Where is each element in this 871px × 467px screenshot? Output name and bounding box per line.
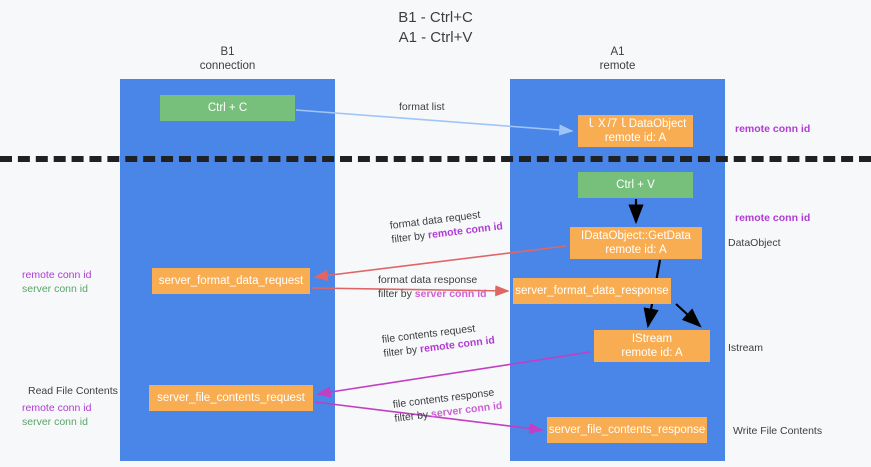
node-ctrl-v-label: Ctrl + V xyxy=(616,179,655,191)
node-getdata-label: IDataObject::GetData xyxy=(581,230,691,242)
annotation-write-file-contents: Write File Contents xyxy=(733,425,823,437)
node-server-file-contents-request[interactable]: server_file_contents_request xyxy=(149,385,313,411)
node-idataobject-getdata[interactable]: IDataObject::GetData remote id: A xyxy=(570,227,702,259)
lane-header-b1-line2: connection xyxy=(199,59,256,72)
node-istream-label: IStream xyxy=(631,333,673,345)
node-server-file-contents-response-label: server_file_contents_response xyxy=(548,424,706,436)
node-server-format-data-response[interactable]: server_format_data_response xyxy=(513,278,671,304)
edge-label-format-list: format list xyxy=(399,100,445,114)
node-istream[interactable]: IStream remote id: A xyxy=(594,330,710,362)
node-server-file-contents-response[interactable]: server_file_contents_response xyxy=(547,417,707,443)
lane-header-b1-line1: B1 xyxy=(220,46,235,58)
lane-header-a1: A1 remote xyxy=(510,46,725,73)
diagram-title: B1 - Ctrl+C A1 - Ctrl+V xyxy=(0,8,871,48)
annotation-istream: Istream xyxy=(728,342,764,354)
annotation-left-remote-conn-id-2: remote conn id xyxy=(22,402,92,414)
annotation-remote-conn-id-mid: remote conn id xyxy=(735,212,811,224)
node-ctrl-c-label: Ctrl + C xyxy=(207,102,248,114)
annotation-left-remote-conn-id-1: remote conn id xyxy=(22,269,92,281)
node-getdata-remote-id: remote id: A xyxy=(605,244,667,256)
annotation-dataobject: DataObject xyxy=(728,237,781,249)
annotation-left-conn-ids-bottom: remote conn id server conn id xyxy=(22,401,91,429)
connector-format-data-response xyxy=(311,285,510,297)
edge-label-format-list-text: format list xyxy=(399,101,445,113)
annotation-left-server-conn-id-2: server conn id xyxy=(22,416,88,428)
edge-label-format-data-response: format data response filter by server co… xyxy=(378,273,487,301)
connector-response-to-istream xyxy=(675,303,702,328)
annotation-left-server-conn-id-1: server conn id xyxy=(22,283,88,295)
annotation-left-conn-ids-top: remote conn id server conn id xyxy=(22,268,91,296)
filter-prefix: filter by xyxy=(378,288,415,300)
annotation-read-file-contents: Read File Contents xyxy=(28,385,118,397)
node-istream-remote-id: remote id: A xyxy=(621,347,683,359)
title-line-2: A1 - Ctrl+V xyxy=(398,29,473,46)
connector-file-contents-request xyxy=(316,351,591,398)
lane-header-a1-line1: A1 xyxy=(610,46,625,58)
node-server-format-data-response-label: server_format_data_response xyxy=(515,285,669,297)
title-line-1: B1 - Ctrl+C xyxy=(398,9,473,26)
phase-divider xyxy=(0,156,871,162)
node-idataobject-label: ｌＸ/7ｌDataObject xyxy=(584,118,687,130)
node-idataobject-remote-id: remote id: A xyxy=(604,132,667,144)
node-idataobject[interactable]: ｌＸ/7ｌDataObject remote id: A xyxy=(578,115,693,147)
connector-file-contents-response xyxy=(314,401,544,434)
connector-format-data-request xyxy=(313,245,567,281)
connector-format-list xyxy=(295,109,574,136)
lane-header-b1: B1 connection xyxy=(120,46,335,73)
node-server-format-data-request[interactable]: server_format_data_request xyxy=(152,268,310,294)
node-server-file-contents-request-label: server_file_contents_request xyxy=(157,392,305,404)
edge-label-format-data-response-filter: filter by server conn id xyxy=(378,287,487,301)
annotation-remote-conn-id-top: remote conn id xyxy=(735,123,811,135)
lane-header-a1-line2: remote xyxy=(599,59,636,72)
node-ctrl-c[interactable]: Ctrl + C xyxy=(160,95,295,121)
node-server-format-data-request-label: server_format_data_request xyxy=(158,275,304,287)
node-ctrl-v[interactable]: Ctrl + V xyxy=(578,172,693,198)
filter-value-server-conn-id: server conn id xyxy=(414,288,487,300)
edge-label-format-data-response-text: format data response xyxy=(378,274,478,286)
